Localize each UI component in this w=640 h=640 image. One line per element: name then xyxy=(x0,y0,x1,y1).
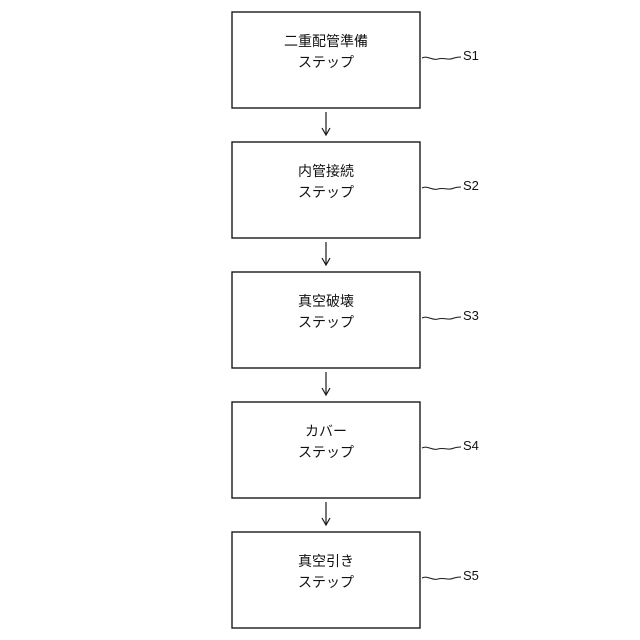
ref-label-s3: S3 xyxy=(463,308,479,323)
ref-label-s1: S1 xyxy=(463,48,479,63)
step-s2-subtitle: ステップ xyxy=(298,185,354,201)
arrow-s4-s5 xyxy=(322,502,330,525)
step-s3-title: 真空破壊 xyxy=(298,294,354,310)
leader-s5 xyxy=(422,577,461,579)
leader-s4 xyxy=(422,447,461,449)
step-s3-subtitle: ステップ xyxy=(298,315,354,331)
leader-s3 xyxy=(422,317,461,319)
ref-label-s2: S2 xyxy=(463,178,479,193)
step-s1-title: 二重配管準備 xyxy=(284,34,368,50)
step-s5: 真空引き ステップ S5 xyxy=(232,532,479,628)
arrow-s1-s2 xyxy=(322,112,330,135)
leader-s2 xyxy=(422,187,461,189)
step-s1: 二重配管準備 ステップ S1 xyxy=(232,12,479,108)
step-s5-subtitle: ステップ xyxy=(298,575,354,591)
step-s4-title: カバー xyxy=(305,424,347,440)
step-s4-subtitle: ステップ xyxy=(298,445,354,461)
arrow-s3-s4 xyxy=(322,372,330,395)
step-s4: カバー ステップ S4 xyxy=(232,402,479,498)
step-s2: 内管接続 ステップ S2 xyxy=(232,142,479,238)
ref-label-s5: S5 xyxy=(463,568,479,583)
step-s1-subtitle: ステップ xyxy=(298,55,354,71)
step-s5-title: 真空引き xyxy=(298,554,354,570)
leader-s1 xyxy=(422,57,461,59)
arrow-s2-s3 xyxy=(322,242,330,265)
step-s3: 真空破壊 ステップ S3 xyxy=(232,272,479,368)
ref-label-s4: S4 xyxy=(463,438,479,453)
step-s2-title: 内管接続 xyxy=(298,163,354,180)
